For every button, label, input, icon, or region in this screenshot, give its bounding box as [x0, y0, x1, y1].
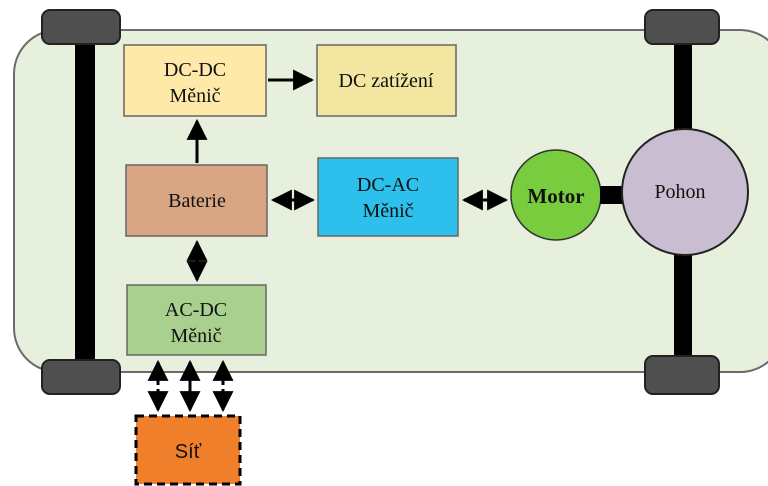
dc-load-label: DC zatížení: [339, 70, 434, 92]
front-left-wheel: [41, 9, 121, 45]
dcac-inverter-subtitle: Měnič: [362, 200, 413, 222]
acdc-converter-title: AC-DC: [165, 299, 227, 321]
rear-left-wheel: [41, 359, 121, 395]
dcdc-converter-subtitle: Měnič: [169, 85, 220, 107]
motor-label: Motor: [527, 184, 584, 208]
dcdc-converter-box: [123, 44, 267, 117]
drive-label: Pohon: [654, 181, 705, 203]
acdc-converter-box: [126, 284, 267, 356]
acdc-converter-subtitle: Měnič: [170, 325, 221, 347]
drive-circle: [621, 128, 749, 256]
dcac-inverter-box: [317, 157, 459, 237]
grid-label: Síť: [175, 441, 202, 463]
dc-load-box: [316, 44, 457, 117]
dcdc-converter-title: DC-DC: [164, 59, 226, 81]
grid-box: [134, 414, 242, 486]
battery-label: Baterie: [168, 190, 226, 212]
rear-right-wheel: [644, 355, 720, 395]
left-axle: [75, 22, 95, 380]
front-right-wheel: [644, 9, 720, 45]
battery-box: [125, 164, 268, 237]
dcac-inverter-title: DC-AC: [357, 174, 419, 196]
